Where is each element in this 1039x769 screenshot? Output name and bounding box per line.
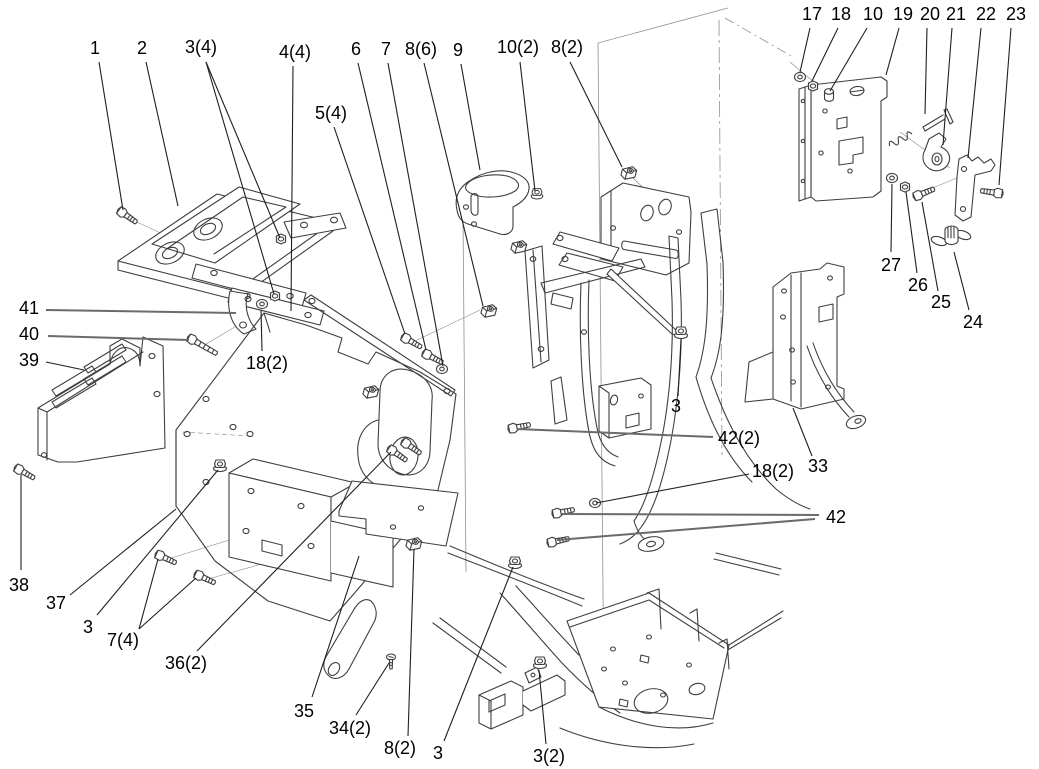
spring-icon <box>888 131 913 147</box>
callout-23: 23 <box>1006 4 1026 24</box>
nut-icon <box>269 290 281 302</box>
part-seat-plate <box>566 588 730 720</box>
callout-7-4: 7(4) <box>107 630 139 650</box>
nut-icon <box>275 233 287 245</box>
wing-knob-icon <box>929 225 973 248</box>
callout-3-bottom: 3 <box>433 743 443 763</box>
callout-10-2: 10(2) <box>497 37 539 57</box>
callout-37: 37 <box>46 593 66 613</box>
clip-nut-icon <box>361 382 380 402</box>
part-vertical-strap <box>524 245 550 369</box>
flange-nut-icon <box>212 459 228 473</box>
callout-3-4: 3(4) <box>185 37 217 57</box>
bolt-icon <box>398 331 425 353</box>
callout-39: 39 <box>19 350 39 370</box>
part-switch-plate-group <box>798 76 996 222</box>
bolt-icon <box>910 183 937 203</box>
bolt-icon <box>114 204 141 228</box>
callout-7: 7 <box>381 39 391 59</box>
nut-icon <box>899 181 911 193</box>
callout-42: 42 <box>826 507 846 527</box>
callout-36-2: 36(2) <box>165 653 207 673</box>
callout-24: 24 <box>963 312 983 332</box>
callout-33: 33 <box>808 456 828 476</box>
latch-lever <box>922 108 954 172</box>
washer-icon <box>255 298 269 310</box>
callout-35: 35 <box>294 701 314 721</box>
callout-9: 9 <box>453 40 463 60</box>
bolt-icon <box>152 548 179 569</box>
callout-8-2-top: 8(2) <box>551 37 583 57</box>
part-frame-tower <box>550 208 811 552</box>
callout-2: 2 <box>137 38 147 58</box>
part-mount-bracket-assembly <box>117 186 347 335</box>
part-brace-strap <box>303 294 456 397</box>
washer-icon <box>885 172 899 184</box>
callout-40: 40 <box>19 324 39 344</box>
callout-42-2: 42(2) <box>718 428 760 448</box>
callout-34-2: 34(2) <box>329 718 371 738</box>
callout-17: 17 <box>802 4 822 24</box>
callout-10: 10 <box>863 4 883 24</box>
bolt-icon <box>184 332 221 359</box>
nut-icon <box>807 80 819 92</box>
part-channel-bracket-33 <box>744 262 867 430</box>
callout-25: 25 <box>931 292 951 312</box>
part-lower-mount-bracket <box>228 458 394 588</box>
callout-3-center: 3 <box>671 396 681 416</box>
bolt-icon <box>506 419 532 435</box>
screw-icon <box>385 653 397 670</box>
part-curved-bracket <box>455 170 530 236</box>
callout-5-4: 5(4) <box>315 103 347 123</box>
callout-8-6: 8(6) <box>405 39 437 59</box>
flange-nut-icon <box>532 656 548 670</box>
callout-18-2-right: 18(2) <box>752 461 794 481</box>
clip-nut-icon <box>619 163 638 183</box>
leader-lines-gray <box>45 309 820 541</box>
leader-lines <box>20 27 1012 745</box>
flange-nut-icon <box>673 326 689 340</box>
callout-38: 38 <box>9 575 29 595</box>
callout-4-4: 4(4) <box>279 42 311 62</box>
bolt-icon <box>11 462 38 484</box>
phantom-panel-lines <box>462 7 794 701</box>
flange-nut-icon <box>530 188 544 200</box>
callout-18: 18 <box>831 4 851 24</box>
part-cover-plate-35 <box>338 480 459 547</box>
callout-22: 22 <box>976 4 996 24</box>
callout-21: 21 <box>946 4 966 24</box>
callout-41: 41 <box>19 298 39 318</box>
callout-1: 1 <box>90 38 100 58</box>
callout-6: 6 <box>351 39 361 59</box>
flange-nut-icon <box>507 556 523 570</box>
part-slotted-guard-39 <box>37 336 166 463</box>
callout-labels: 1 2 3(4) 4(4) 5(4) 6 7 8(6) 9 10(2) 8(2)… <box>9 4 1026 766</box>
callout-20: 20 <box>920 4 940 24</box>
bolt-icon <box>550 504 576 520</box>
callout-19: 19 <box>893 4 913 24</box>
washer-icon <box>793 71 807 83</box>
part-support-bracket-plate <box>540 182 692 338</box>
washer-icon <box>435 363 449 375</box>
callout-26: 26 <box>908 275 928 295</box>
part-handle-tube <box>323 599 377 679</box>
callout-18-2-left: 18(2) <box>246 353 288 373</box>
bolt-icon <box>979 185 1005 200</box>
callout-8-2-bottom: 8(2) <box>384 738 416 758</box>
part-clevis-bracket <box>478 666 566 730</box>
callout-3-left: 3 <box>83 617 93 637</box>
callout-27: 27 <box>881 255 901 275</box>
latch-bracket <box>954 154 996 222</box>
callout-3-2: 3(2) <box>533 746 565 766</box>
